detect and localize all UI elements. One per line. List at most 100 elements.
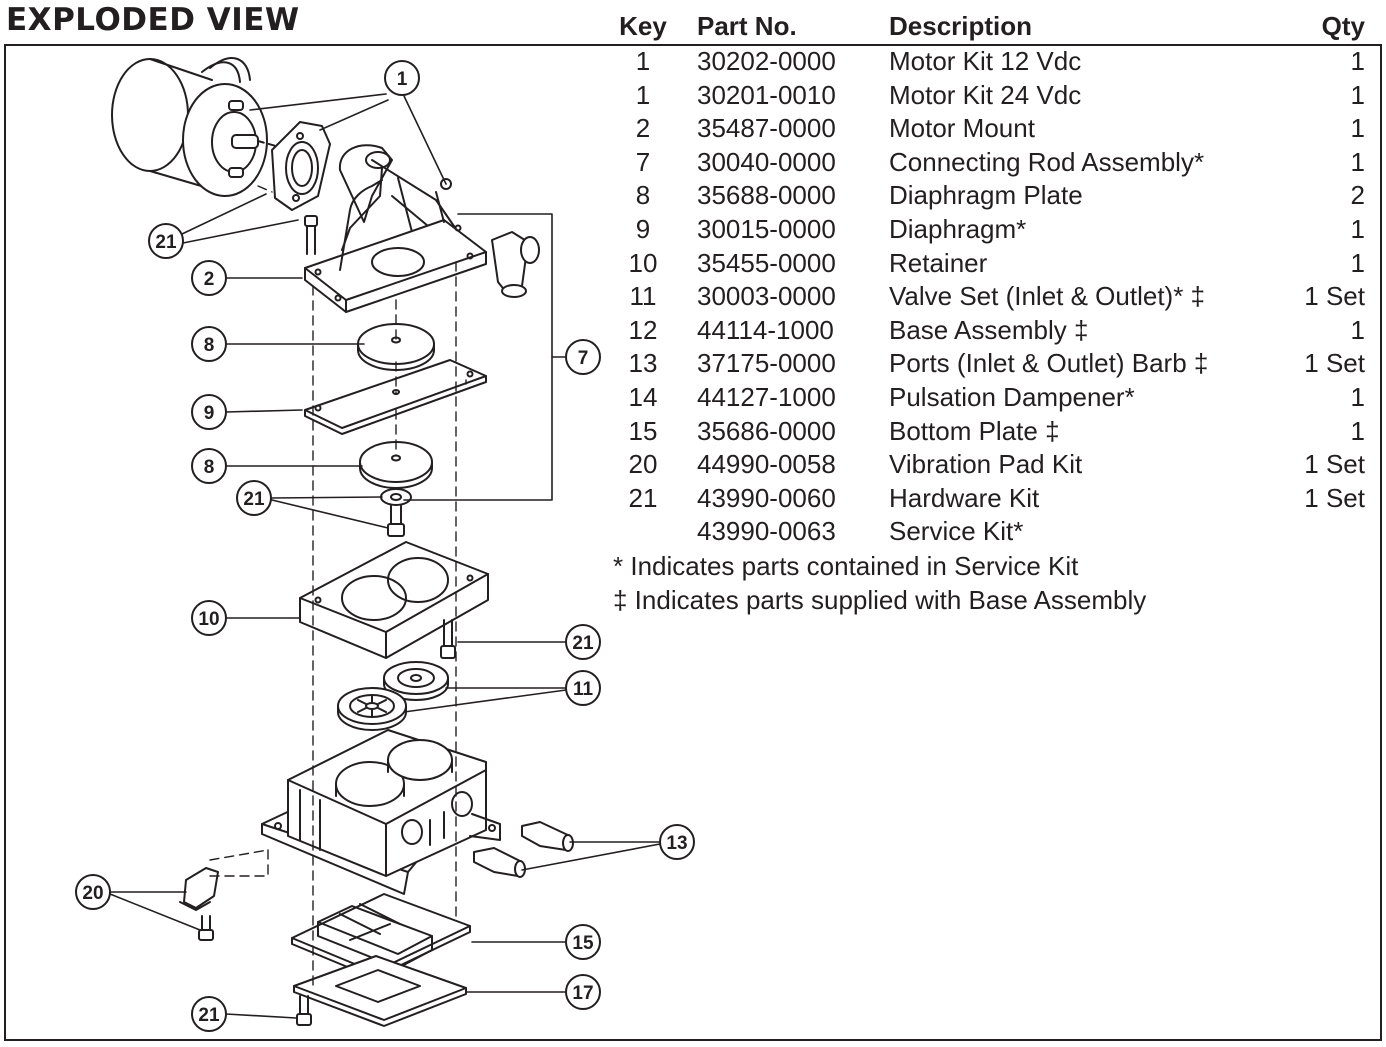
assembly-centerlines bbox=[209, 185, 467, 991]
row-qty: 2 bbox=[1350, 180, 1365, 211]
svg-text:7: 7 bbox=[578, 348, 589, 369]
row-description: Connecting Rod Assembly* bbox=[889, 146, 1205, 177]
callout-21-bottom: 21 bbox=[191, 996, 227, 1032]
motor-mount bbox=[304, 144, 487, 313]
svg-text:8: 8 bbox=[204, 457, 215, 478]
row-key: 10 bbox=[628, 247, 658, 278]
row-qty: 1 Set bbox=[1304, 449, 1365, 480]
row-qty: 1 bbox=[1350, 146, 1365, 177]
screw-top bbox=[304, 215, 318, 255]
vibration-pad bbox=[179, 867, 219, 941]
row-part-no: 30003-0000 bbox=[697, 281, 836, 312]
callout-20: 20 bbox=[75, 874, 111, 910]
retainer bbox=[299, 541, 489, 659]
callout-9: 9 bbox=[191, 394, 227, 430]
row-part-no: 43990-0063 bbox=[697, 516, 836, 547]
row-description: Valve Set (Inlet & Outlet)* ‡ bbox=[889, 281, 1205, 312]
row-description: Motor Kit 24 Vdc bbox=[889, 79, 1082, 110]
row-qty: 1 bbox=[1350, 46, 1365, 76]
service-kit-note: * Indicates parts contained in Service K… bbox=[613, 551, 1079, 581]
row-key: 1 bbox=[635, 79, 651, 110]
row-part-no: 30015-0000 bbox=[697, 214, 836, 244]
row-description: Bottom Plate ‡ bbox=[889, 415, 1060, 446]
row-part-no: 37175-0000 bbox=[697, 348, 836, 379]
row-description: Diaphragm* bbox=[889, 214, 1027, 244]
row-key: 1 bbox=[635, 46, 651, 76]
callout-21-middle: 21 bbox=[236, 480, 272, 516]
base-assembly-note: ‡ Indicates parts supplied with Base Ass… bbox=[613, 585, 1147, 615]
row-description: Diaphragm Plate bbox=[889, 180, 1083, 211]
row-part-no: 30201-0010 bbox=[697, 79, 836, 110]
svg-text:21: 21 bbox=[572, 633, 594, 654]
callout-2: 2 bbox=[191, 260, 227, 296]
row-key: 7 bbox=[635, 146, 651, 177]
diagram-frame bbox=[4, 44, 1382, 1041]
row-part-no: 35686-0000 bbox=[697, 415, 836, 446]
callout-1: 1 bbox=[384, 60, 420, 96]
callout-15: 15 bbox=[565, 924, 601, 960]
row-key: 2 bbox=[635, 113, 651, 144]
leader-lines bbox=[109, 93, 661, 1019]
page-title: EXPLODED VIEW bbox=[6, 2, 300, 38]
row-key: 9 bbox=[635, 214, 651, 244]
barb-port-upper bbox=[521, 821, 574, 852]
svg-text:13: 13 bbox=[666, 833, 687, 854]
svg-text:1: 1 bbox=[397, 69, 408, 90]
svg-text:11: 11 bbox=[573, 679, 594, 700]
svg-text:21: 21 bbox=[243, 489, 265, 510]
svg-text:9: 9 bbox=[204, 403, 215, 424]
header-part-no: Part No. bbox=[697, 11, 797, 41]
row-qty: 1 bbox=[1350, 113, 1365, 144]
row-part-no: 35688-0000 bbox=[697, 180, 836, 211]
header-qty: Qty bbox=[1321, 11, 1365, 41]
svg-text:2: 2 bbox=[204, 269, 215, 290]
callouts: 1 21 2 7 8 9 8 21 10 21 11 13 20 15 17 2… bbox=[75, 60, 695, 1032]
row-part-no: 30202-0000 bbox=[697, 46, 836, 76]
svg-text:20: 20 bbox=[82, 883, 103, 904]
svg-text:15: 15 bbox=[572, 933, 594, 954]
washer-and-screw bbox=[380, 488, 412, 537]
svg-text:21: 21 bbox=[155, 232, 177, 253]
row-key: 8 bbox=[635, 180, 651, 211]
row-qty: 1 Set bbox=[1304, 482, 1365, 513]
row-description: Service Kit* bbox=[889, 516, 1024, 547]
elbow-fitting bbox=[491, 231, 540, 298]
valve-outlet bbox=[383, 661, 449, 701]
row-key: 14 bbox=[628, 382, 658, 412]
row-key: 21 bbox=[628, 482, 658, 513]
callout-21: 21 bbox=[148, 223, 184, 259]
row-part-no: 44114-1000 bbox=[697, 314, 834, 345]
row-description: Vibration Pad Kit bbox=[889, 449, 1083, 480]
row-description: Pulsation Dampener* bbox=[889, 382, 1135, 412]
screw-right bbox=[440, 619, 456, 659]
row-key: 20 bbox=[628, 449, 658, 480]
row-part-no: 44990-0058 bbox=[697, 449, 836, 480]
row-qty: 1 bbox=[1350, 214, 1365, 244]
row-qty: 1 bbox=[1350, 247, 1365, 278]
callout-8-upper: 8 bbox=[191, 326, 227, 362]
row-key: 11 bbox=[629, 281, 657, 312]
motor bbox=[111, 57, 277, 197]
header-key: Key bbox=[619, 11, 667, 41]
row-part-no: 44127-1000 bbox=[697, 382, 836, 412]
svg-text:21: 21 bbox=[198, 1005, 220, 1026]
row-description: Motor Kit 12 Vdc bbox=[889, 46, 1082, 76]
row-description: Base Assembly ‡ bbox=[889, 314, 1089, 345]
row-key: 13 bbox=[628, 348, 658, 379]
row-qty: 1 bbox=[1350, 79, 1365, 110]
callout-13: 13 bbox=[659, 824, 695, 860]
row-qty: 1 Set bbox=[1304, 348, 1365, 379]
row-qty: 1 bbox=[1350, 415, 1365, 446]
base-assembly bbox=[261, 729, 501, 895]
row-qty: 1 bbox=[1350, 314, 1365, 345]
svg-text:10: 10 bbox=[198, 609, 219, 630]
row-part-no: 43990-0060 bbox=[697, 482, 836, 513]
motor-mount-flange bbox=[271, 121, 331, 211]
callout-21-right: 21 bbox=[565, 624, 601, 660]
row-part-no: 35455-0000 bbox=[697, 247, 836, 278]
callout-17: 17 bbox=[565, 974, 601, 1010]
callout-8-lower: 8 bbox=[191, 448, 227, 484]
gasket bbox=[293, 955, 467, 1027]
svg-text:17: 17 bbox=[572, 983, 593, 1004]
